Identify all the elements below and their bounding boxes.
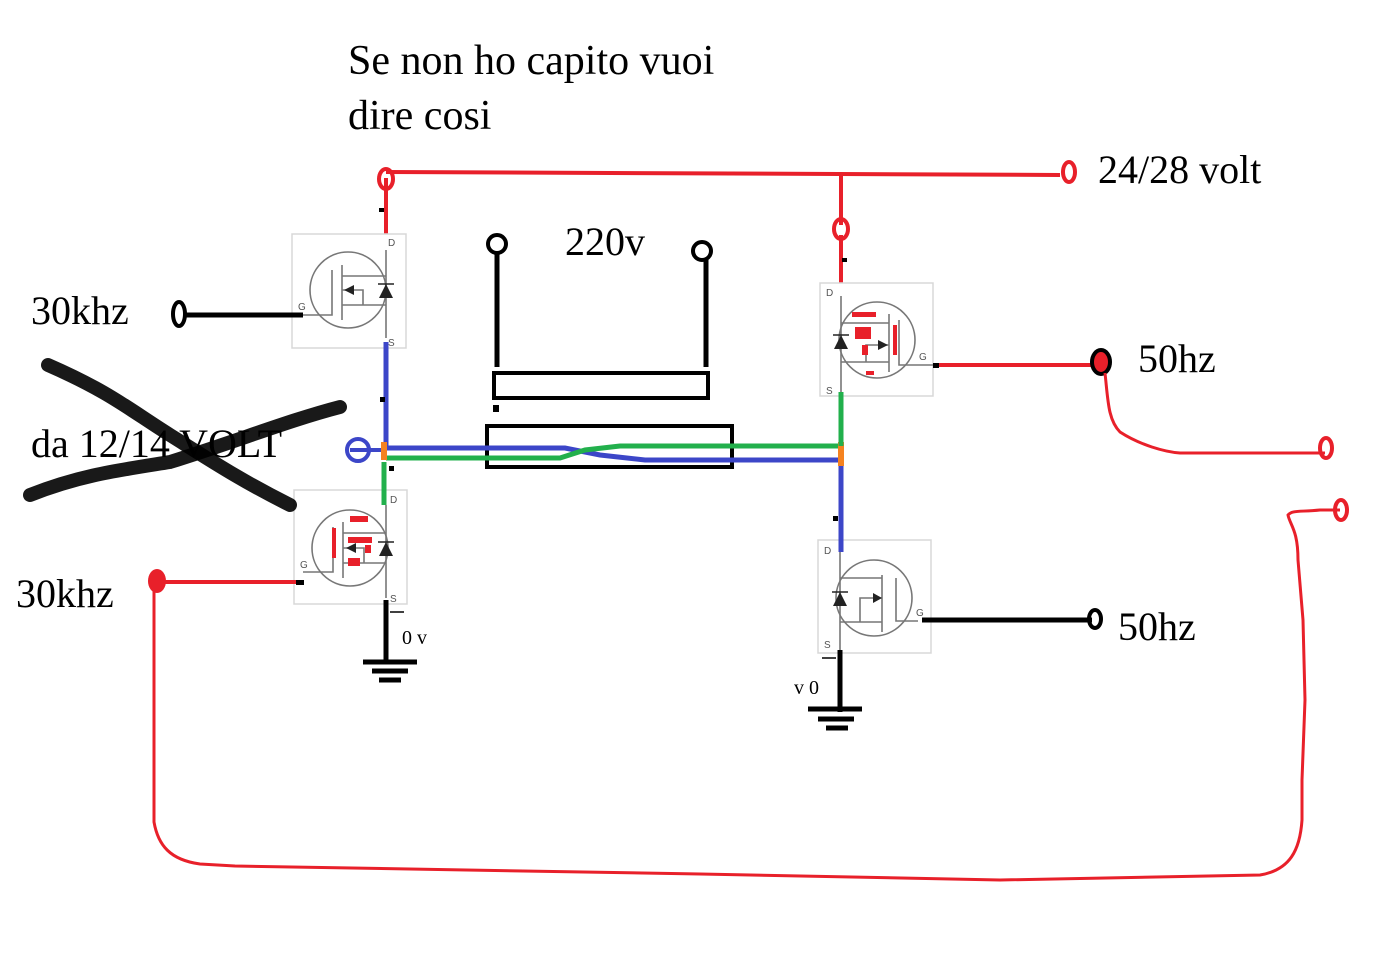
ground-label-right: v 0	[794, 677, 819, 699]
blue-wire	[386, 445, 841, 463]
terminal-right-upper	[1318, 436, 1334, 460]
supply-terminal	[1061, 160, 1077, 184]
supply-rail	[377, 160, 1077, 292]
junction-right	[838, 442, 844, 466]
gate-label-bottom-right: 50hz	[1118, 604, 1196, 649]
pin-source: S	[824, 640, 831, 651]
title-line-2: dire cosi	[348, 93, 491, 139]
gate-terminal-bottom-right	[1087, 608, 1103, 630]
mosfet-bottom-left: D G S	[293, 489, 408, 605]
mosfet-bottom-right: D G S	[817, 539, 932, 654]
strike-cross	[23, 358, 347, 512]
node-top-left	[377, 167, 395, 191]
gate-label-bottom-left: 30khz	[16, 571, 114, 616]
red-loop-wire	[152, 508, 1340, 882]
pin-gate: G	[300, 560, 308, 571]
gate-label-top-right: 50hz	[1138, 336, 1216, 381]
primary-voltage-label: 220v	[565, 219, 645, 264]
junction-left	[381, 442, 387, 460]
mosfet-top-right: D G S	[819, 282, 934, 397]
pin-source: S	[826, 386, 833, 397]
ground-left	[363, 600, 417, 683]
primary-terminal-left	[486, 233, 508, 255]
transformer	[485, 233, 734, 469]
terminal-right-lower	[1333, 498, 1349, 522]
gate-label-top-left: 30khz	[31, 288, 129, 333]
pin-gate: G	[919, 352, 927, 363]
primary-terminal-right	[691, 240, 713, 262]
pin-gate: G	[916, 608, 924, 619]
primary-winding	[492, 371, 710, 400]
pin-drain: D	[826, 288, 833, 299]
supply-label: 24/28 volt	[1098, 147, 1261, 192]
pin-source: S	[388, 338, 395, 349]
pin-drain: D	[824, 546, 831, 557]
pin-drain: D	[390, 495, 397, 506]
title-line-1: Se non ho capito vuoi	[348, 38, 714, 84]
gate-terminal-top-right	[1090, 348, 1112, 376]
ground-right	[808, 650, 862, 731]
pin-source: S	[390, 594, 397, 605]
gate-terminal-bottom-left	[148, 569, 166, 593]
pin-gate: G	[298, 302, 306, 313]
pin-drain: D	[388, 238, 395, 249]
gate-terminal-top-left	[171, 300, 187, 328]
ground-label-left: 0 v	[402, 627, 427, 649]
node-top-right	[832, 217, 850, 241]
green-wire	[386, 443, 841, 461]
red-wire-top-right	[1103, 372, 1325, 455]
mosfet-top-left: D G S	[291, 233, 407, 349]
